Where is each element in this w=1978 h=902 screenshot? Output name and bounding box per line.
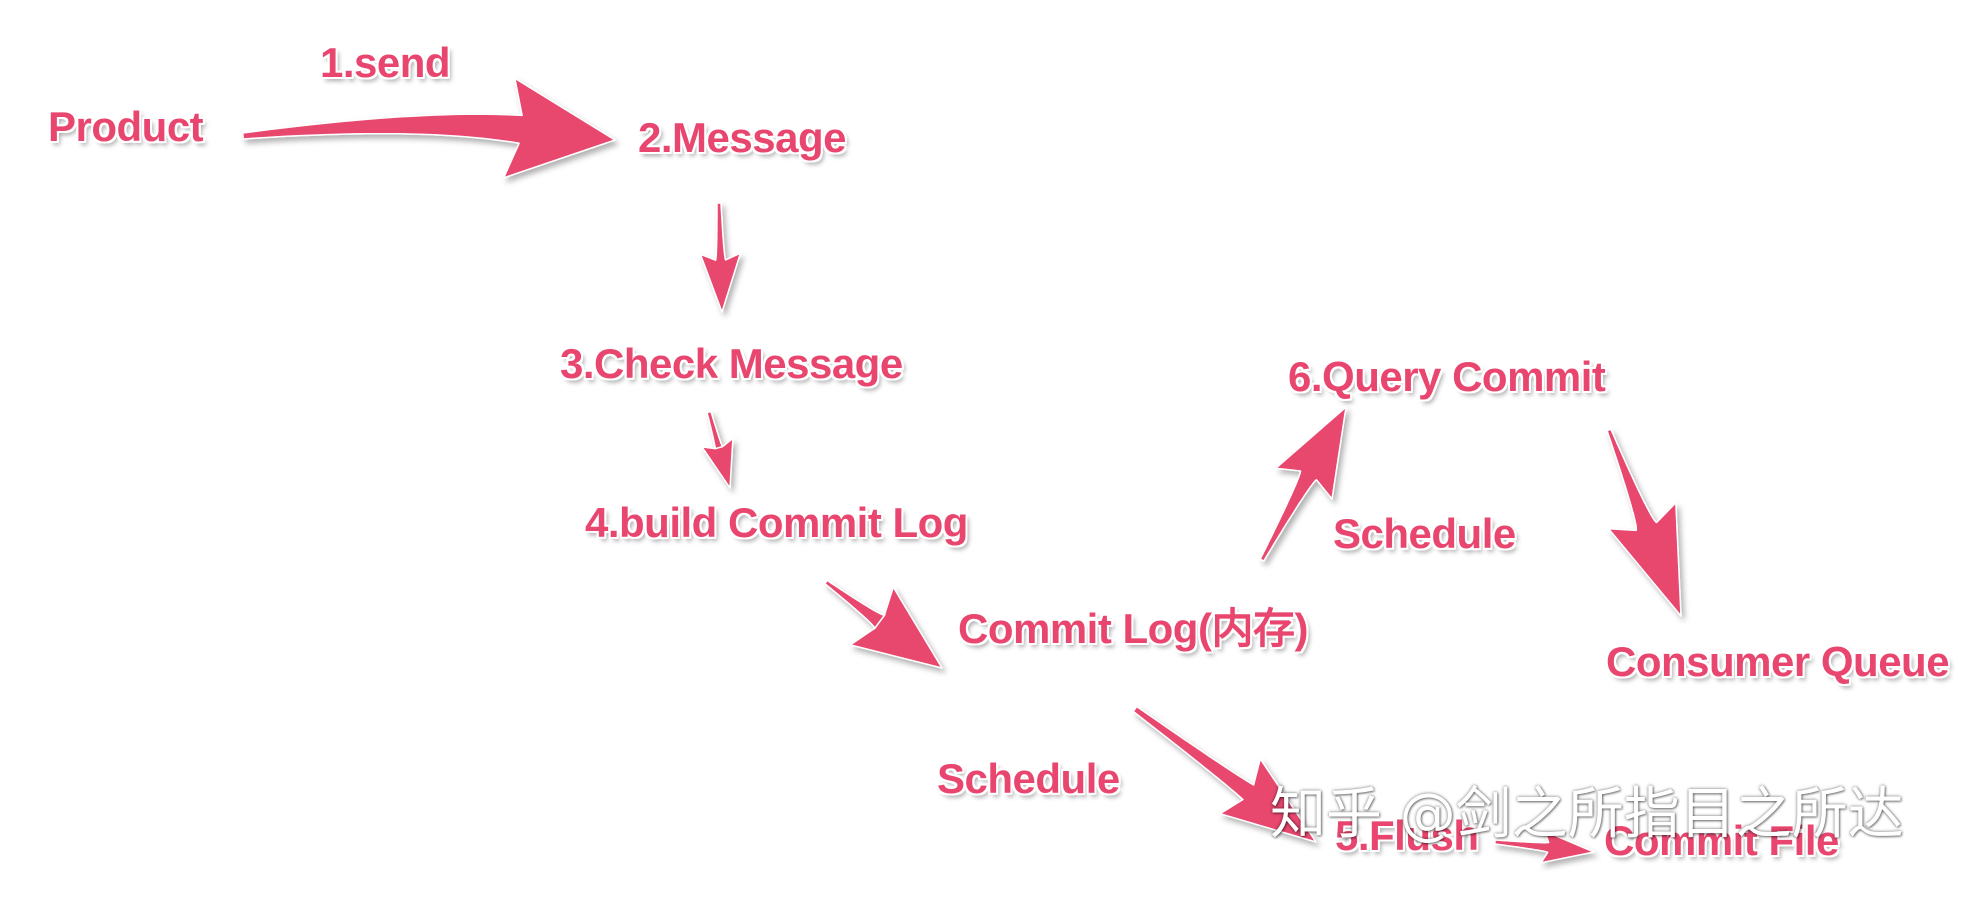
- label-commit-log-memory: Commit Log(内存): [958, 605, 1308, 652]
- label-query-commit: 6.Query Commit: [1288, 353, 1606, 400]
- arrow-build-to-commitlog: [824, 579, 943, 669]
- arrow-flush-to-commitfile: [1494, 830, 1595, 864]
- arrow-query-to-consumer: [1606, 428, 1682, 617]
- arrow-commitlog-to-flush: [1132, 705, 1317, 843]
- label-product: Product: [48, 103, 204, 150]
- label-schedule-upper: Schedule: [1333, 510, 1516, 557]
- arrow-message-to-check: [699, 202, 742, 313]
- label-message: 2.Message: [638, 114, 846, 161]
- label-send: 1.send: [320, 39, 451, 86]
- arrow-check-to-build: [701, 410, 734, 489]
- watermark: 知乎 @剑之所指目之所达: [1270, 782, 1904, 847]
- label-build-commit-log: 4.build Commit Log: [585, 499, 968, 546]
- arrow-product-to-message: [241, 77, 616, 179]
- label-commit-file: Commit File: [1604, 817, 1839, 864]
- label-check-message: 3.Check Message: [560, 340, 903, 387]
- arrow-commitlog-to-query: [1259, 406, 1347, 562]
- label-flush: 5.Flush: [1335, 812, 1479, 859]
- label-consumer-queue: Consumer Queue: [1606, 638, 1950, 685]
- label-schedule-lower: Schedule: [937, 755, 1120, 802]
